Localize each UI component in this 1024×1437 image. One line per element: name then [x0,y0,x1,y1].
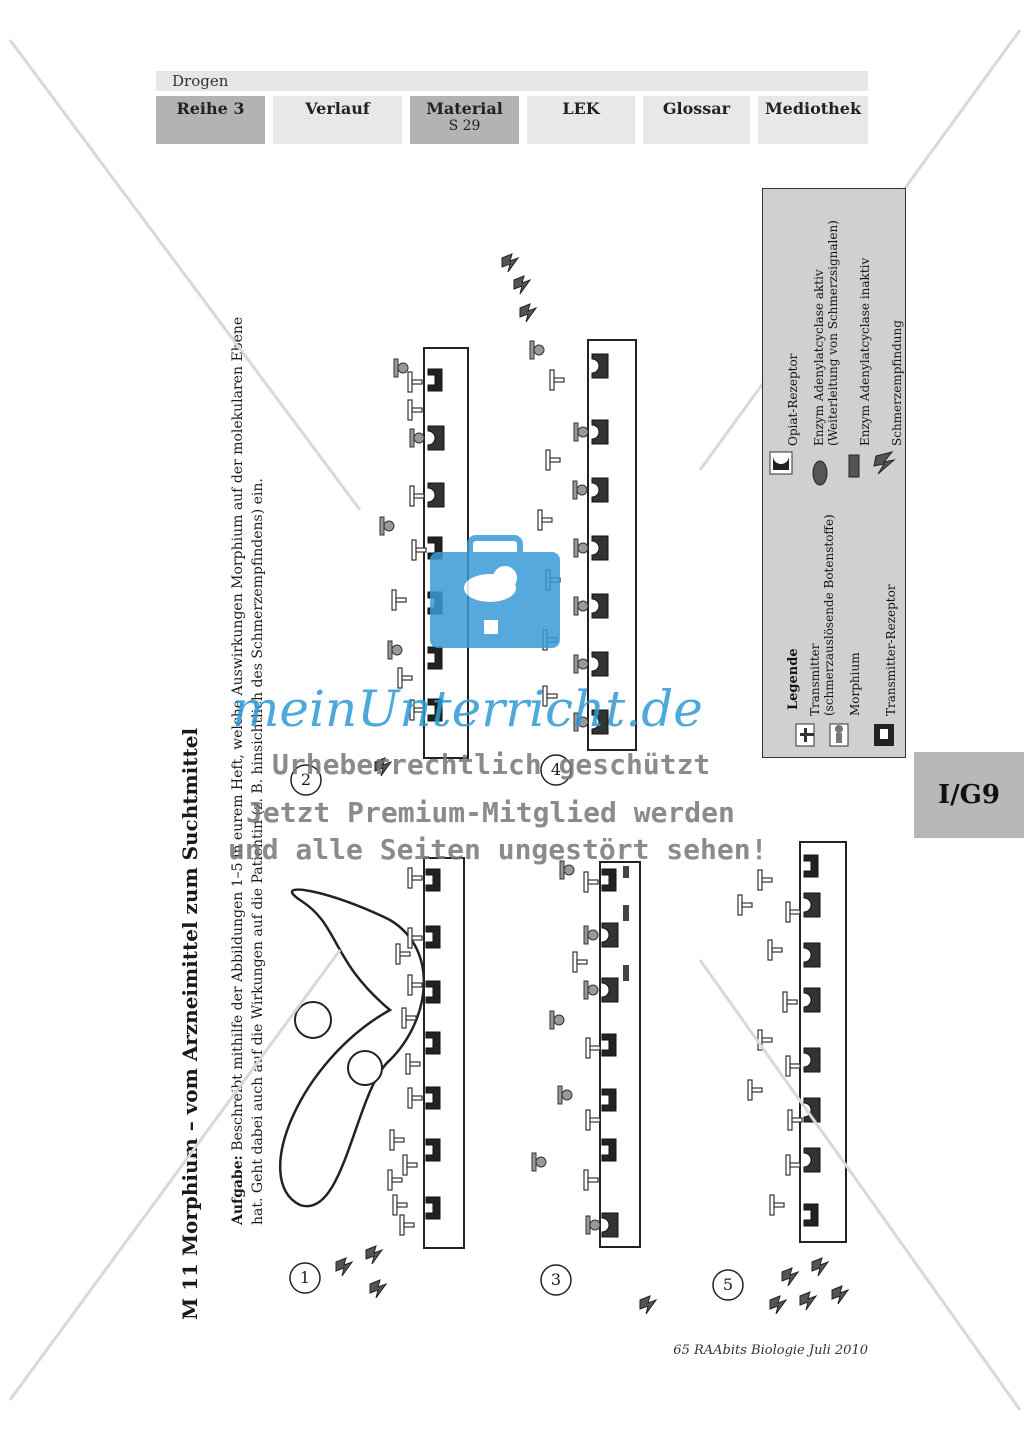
legend-enzyme-inactive-label: Enzym Adenylatcyclase inaktiv [858,257,872,446]
tab-sublabel: S 29 [448,118,481,134]
watermark-line3: und alle Seiten ungestört sehen! [228,833,768,866]
legend-transmitter-sub: (schmerzauslösende Botenstoffe) [822,514,836,716]
figure-number-5: 5 [722,1275,734,1294]
figure-number-4: 4 [550,760,562,779]
figure-number-1: 1 [299,1268,311,1287]
legend-opiate-receptor-label: Opiat-Rezeptor [786,353,800,446]
tab-label: Mediothek [764,99,862,118]
tab-label: LEK [562,99,600,118]
chapter-tag-label: I/G9 [938,780,1000,810]
figure-1 [279,857,465,1249]
chapter-tag: I/G9 [914,752,1024,838]
figure-4 [529,339,637,751]
enzyme-active-icon [812,460,828,486]
page-footer: 65 RAAbits Biologie Juli 2010 [673,1343,868,1358]
figure-number-3: 3 [550,1270,562,1289]
tab-label: Reihe 3 [176,99,245,118]
tab-label: Glossar [662,99,731,118]
morphium-icon [829,723,849,747]
tab-label: Verlauf [305,99,370,118]
tab-lek[interactable]: LEK [527,96,635,144]
lightning-icon [873,451,896,475]
section-bar: Drogen [156,71,868,91]
watermark-briefcase-icon [430,535,560,648]
watermark-brand: meinUnterricht.de [232,680,703,738]
legend-transmitter-label: Transmitter [808,643,822,716]
enzyme-inactive-icon [848,454,860,478]
legend-transmitter-receptor-label: Transmitter-Rezeptor [884,584,898,716]
tab-mediothek[interactable]: Mediothek [758,96,868,144]
tab-label: Material [426,99,503,118]
transmitter-icon [795,723,815,747]
watermark-line1: Urheberrechtlich geschützt [272,748,711,781]
transmitter-receptor-icon [874,724,894,746]
legend-pain-label: Schmerzempfindung [890,320,904,446]
legend-enzyme-active-label: Enzym Adenylatcyclase aktiv [812,269,826,446]
watermark-line2: Jetzt Premium-Mitglied werden [246,796,735,829]
legend-enzyme-active-sub: (Weiterleitung von Schmerzsignalen) [826,220,840,446]
figure-3 [531,860,641,1248]
legend-morphium-label: Morphium [848,652,862,716]
figure-number-2: 2 [300,770,312,789]
figure-5 [737,841,847,1243]
section-title: Drogen [172,72,229,90]
opiate-receptor-icon [769,451,793,475]
tab-glossar[interactable]: Glossar [643,96,750,144]
tab-verlauf[interactable]: Verlauf [273,96,402,144]
tab-reihe[interactable]: Reihe 3 [156,96,265,144]
